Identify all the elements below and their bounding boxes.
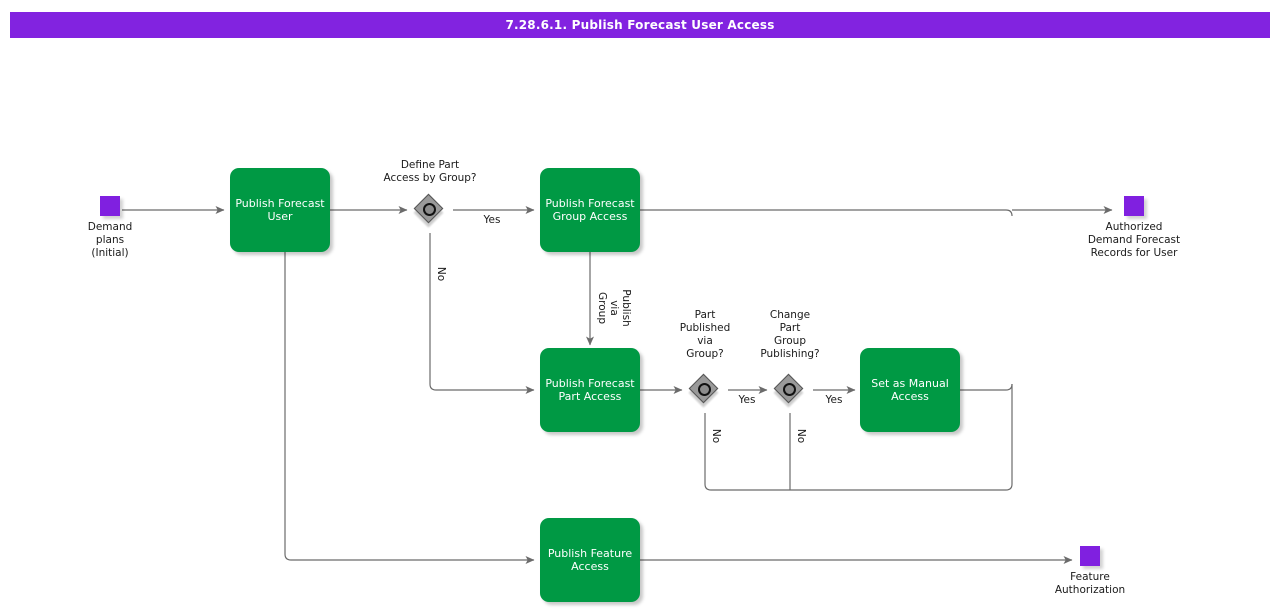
start-event-label: Demand plans (Initial) bbox=[87, 221, 133, 259]
edge-gw-part-published-no bbox=[704, 413, 1013, 491]
edge-label-change-group-yes: Yes bbox=[825, 394, 843, 406]
edge-label-part-published-no: No bbox=[710, 428, 722, 444]
end-event-icon bbox=[1124, 196, 1144, 216]
gateway-define-part-access-by-group[interactable] bbox=[413, 193, 445, 225]
gateway-inclusive-ring-icon bbox=[783, 383, 796, 396]
end-event-authorized-records[interactable]: Authorized Demand Forecast Records for U… bbox=[1074, 196, 1194, 260]
edge-label-change-group-no: No bbox=[795, 428, 807, 444]
end-event-label: Feature Authorization bbox=[1054, 571, 1126, 596]
edge-group-access-to-collector bbox=[640, 209, 1013, 217]
gateway-inclusive-ring-icon bbox=[698, 383, 711, 396]
task-publish-feature-access[interactable]: Publish Feature Access bbox=[540, 518, 640, 602]
task-label: Publish Forecast User bbox=[235, 197, 325, 223]
gateway-caption-part-published-via-group: Part Published via Group? bbox=[679, 309, 731, 360]
end-event-label: Authorized Demand Forecast Records for U… bbox=[1087, 221, 1181, 259]
task-label: Publish Feature Access bbox=[547, 547, 633, 573]
start-event-demand-plans[interactable]: Demand plans (Initial) bbox=[50, 196, 170, 260]
end-event-feature-authorization[interactable]: Feature Authorization bbox=[1030, 546, 1150, 597]
gateway-inclusive-ring-icon bbox=[423, 203, 436, 216]
edge-publish-user-to-feature-access bbox=[284, 252, 535, 564]
edge-gw-define-no bbox=[429, 233, 535, 394]
task-publish-forecast-group-access[interactable]: Publish Forecast Group Access bbox=[540, 168, 640, 252]
end-event-icon bbox=[1080, 546, 1100, 566]
task-label: Set as Manual Access bbox=[871, 377, 949, 403]
task-publish-forecast-user[interactable]: Publish Forecast User bbox=[230, 168, 330, 252]
task-label: Publish Forecast Part Access bbox=[545, 377, 635, 403]
start-event-icon bbox=[100, 196, 120, 216]
gateway-caption-change-part-group-publishing: Change Part Group Publishing? bbox=[760, 309, 820, 360]
gateway-part-published-via-group[interactable] bbox=[688, 373, 720, 405]
task-label: Publish Forecast Group Access bbox=[545, 197, 635, 223]
edge-label-define-no: No bbox=[435, 266, 447, 282]
edge-label-define-yes: Yes bbox=[483, 214, 501, 226]
edge-label-part-published-yes: Yes bbox=[738, 394, 756, 406]
page-title: 7.28.6.1. Publish Forecast User Access bbox=[505, 18, 775, 32]
page-title-bar: 7.28.6.1. Publish Forecast User Access bbox=[10, 12, 1270, 38]
gateway-change-part-group-publishing[interactable] bbox=[773, 373, 805, 405]
task-set-as-manual-access[interactable]: Set as Manual Access bbox=[860, 348, 960, 432]
task-publish-forecast-part-access[interactable]: Publish Forecast Part Access bbox=[540, 348, 640, 432]
gateway-caption-define-part-access-by-group: Define Part Access by Group? bbox=[383, 159, 477, 184]
edge-label-publish-via-group: Publish via Group bbox=[596, 289, 632, 327]
edge-manual-access-to-collector bbox=[960, 383, 1013, 391]
